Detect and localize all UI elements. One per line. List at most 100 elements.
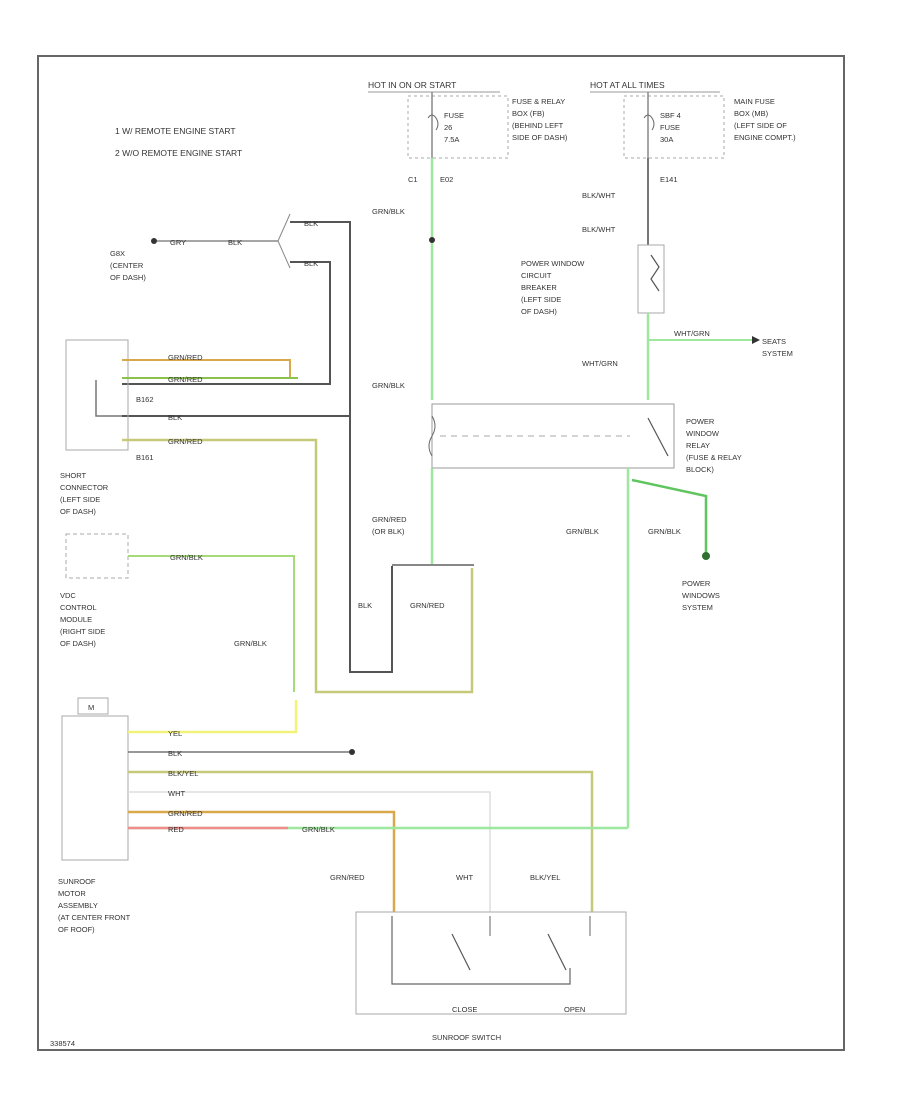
pw-relay-line2: WINDOW (686, 429, 720, 438)
wire-label-blk-a: BLK (304, 219, 318, 228)
pw-breaker-line4: (LEFT SIDE (521, 295, 561, 304)
seats-line2: SYSTEM (762, 349, 793, 358)
g8x-ground-icon (151, 238, 157, 244)
wire-label-blk-wht-2: BLK/WHT (582, 225, 616, 234)
short-connector-box (65, 339, 129, 451)
remote-select-fork (277, 213, 291, 269)
wire-label-grn-red-5: GRN/RED (168, 809, 203, 818)
seats-line1: SEATS (762, 337, 786, 346)
wire-label-wht-grn-2: WHT/GRN (582, 359, 618, 368)
conn-b162: B162 (136, 395, 154, 404)
sbf4-symbol (643, 114, 655, 131)
hot-run-start-label: HOT IN ON OR START (368, 80, 456, 90)
wire-grn-red-loop-top (122, 359, 291, 379)
main-fuse-box-line4: ENGINE COMPT.) (734, 133, 796, 142)
wire-label-blk-short: BLK (168, 413, 182, 422)
motor-line4: (AT CENTER FRONT (58, 913, 131, 922)
pw-relay-contact (647, 417, 669, 457)
fuse-relay-box-line3: (BEHIND LEFT (512, 121, 564, 130)
fuse-26-line3: 7.5A (444, 135, 459, 144)
motor-line3: ASSEMBLY (58, 901, 98, 910)
diagram-code: 338574 (50, 1039, 75, 1048)
pw-system-line3: SYSTEM (682, 603, 713, 612)
wire-label-blk-b: BLK (304, 259, 318, 268)
wire-wht (128, 791, 491, 912)
wire-label-wht-grn-1: WHT/GRN (674, 329, 710, 338)
wire-label-blk-g8x: BLK (228, 238, 242, 247)
switch-open-label: OPEN (564, 1005, 585, 1014)
sbf4-line1: SBF 4 (660, 111, 681, 120)
wire-blk-1 (122, 221, 351, 417)
wire-blk-down (349, 416, 393, 673)
conn-e02: E02 (440, 175, 453, 184)
short-internal-bridge (95, 380, 122, 417)
pw-system-splice-icon (702, 552, 710, 560)
sbf4-line3: 30A (660, 135, 673, 144)
g8x-line1: G8X (110, 249, 125, 258)
motor-m-label: M (88, 703, 94, 712)
main-fuse-box-line3: (LEFT SIDE OF (734, 121, 787, 130)
wire-label-grn-red-3: GRN/RED (168, 437, 203, 446)
pw-breaker-line3: BREAKER (521, 283, 557, 292)
short-connector-line1: SHORT (60, 471, 87, 480)
fuse-26-line2: 26 (444, 123, 452, 132)
pw-system-line2: WINDOWS (682, 591, 720, 600)
vdc-module-box (65, 533, 129, 579)
wire-label-grn-blk-5: GRN/BLK (234, 639, 267, 648)
pw-breaker-line1: POWER WINDOW (521, 259, 585, 268)
motor-line1: SUNROOF (58, 877, 96, 886)
vdc-line1: VDC (60, 591, 76, 600)
main-fuse-box-line1: MAIN FUSE (734, 97, 775, 106)
fuse-relay-box-line1: FUSE & RELAY (512, 97, 565, 106)
switch-open-contact (547, 933, 567, 971)
fuse-26-symbol (427, 114, 439, 131)
pw-relay-line4: (FUSE & RELAY (686, 453, 742, 462)
vdc-line2: CONTROL (60, 603, 97, 612)
switch-close-contact (451, 933, 471, 971)
note-no-remote-start: 2 W/O REMOTE ENGINE START (115, 148, 242, 158)
fuse-26-line1: FUSE (444, 111, 464, 120)
wire-grn-blk-vdc (128, 555, 295, 692)
fuse-relay-box-line2: BOX (FB) (512, 109, 545, 118)
short-connector-line3: (LEFT SIDE (60, 495, 100, 504)
motor-line5: OF ROOF) (58, 925, 95, 934)
wire-label-grn-blk-6: GRN/BLK (302, 825, 335, 834)
wire-label-blk-motor: BLK (168, 749, 182, 758)
wire-grn-red-motor (128, 810, 396, 912)
motor-symbol-box (77, 697, 109, 715)
sbf4-line2: FUSE (660, 123, 680, 132)
wire-label-grn-blk-2: GRN/BLK (372, 381, 405, 390)
wire-label-grn-blk-3: GRN/BLK (566, 527, 599, 536)
pw-breaker-line2: CIRCUIT (521, 271, 552, 280)
wire-label-yel: YEL (168, 729, 182, 738)
motor-line2: MOTOR (58, 889, 86, 898)
pw-relay-line3: RELAY (686, 441, 710, 450)
vdc-line5: OF DASH) (60, 639, 96, 648)
wire-blk-2 (122, 261, 331, 385)
main-fuse-box-line2: BOX (MB) (734, 109, 769, 118)
short-connector-line2: CONNECTOR (60, 483, 109, 492)
pw-relay-line5: BLOCK) (686, 465, 714, 474)
conn-c1: C1 (408, 175, 418, 184)
conn-b161: B161 (136, 453, 154, 462)
seats-arrow-icon (752, 336, 760, 344)
wire-blk-yel (128, 770, 594, 912)
hot-all-times-label: HOT AT ALL TIMES (590, 80, 665, 90)
wire-label-grn-red-2: GRN/RED (168, 375, 203, 384)
pw-breaker-box (637, 244, 665, 314)
wire-label-blk-yel-1: BLK/YEL (168, 769, 198, 778)
motor-ground-icon (349, 749, 355, 755)
wire-grn-red-main (122, 438, 474, 694)
wire-label-blk-yel-2: BLK/YEL (530, 873, 560, 882)
sunroof-switch-box (355, 911, 627, 1015)
splice-dot (429, 237, 435, 243)
pw-system-line1: POWER (682, 579, 711, 588)
wire-label-grn-red-6: GRN/RED (330, 873, 365, 882)
wire-yel (128, 700, 298, 734)
wire-label-grn-blk-vdc: GRN/BLK (170, 553, 203, 562)
wire-label-grn-red-1: GRN/RED (168, 353, 203, 362)
motor-box (61, 715, 129, 861)
wire-label-grn-red-4: GRN/RED (410, 601, 445, 610)
fuse-relay-box-line4: SIDE OF DASH) (512, 133, 568, 142)
